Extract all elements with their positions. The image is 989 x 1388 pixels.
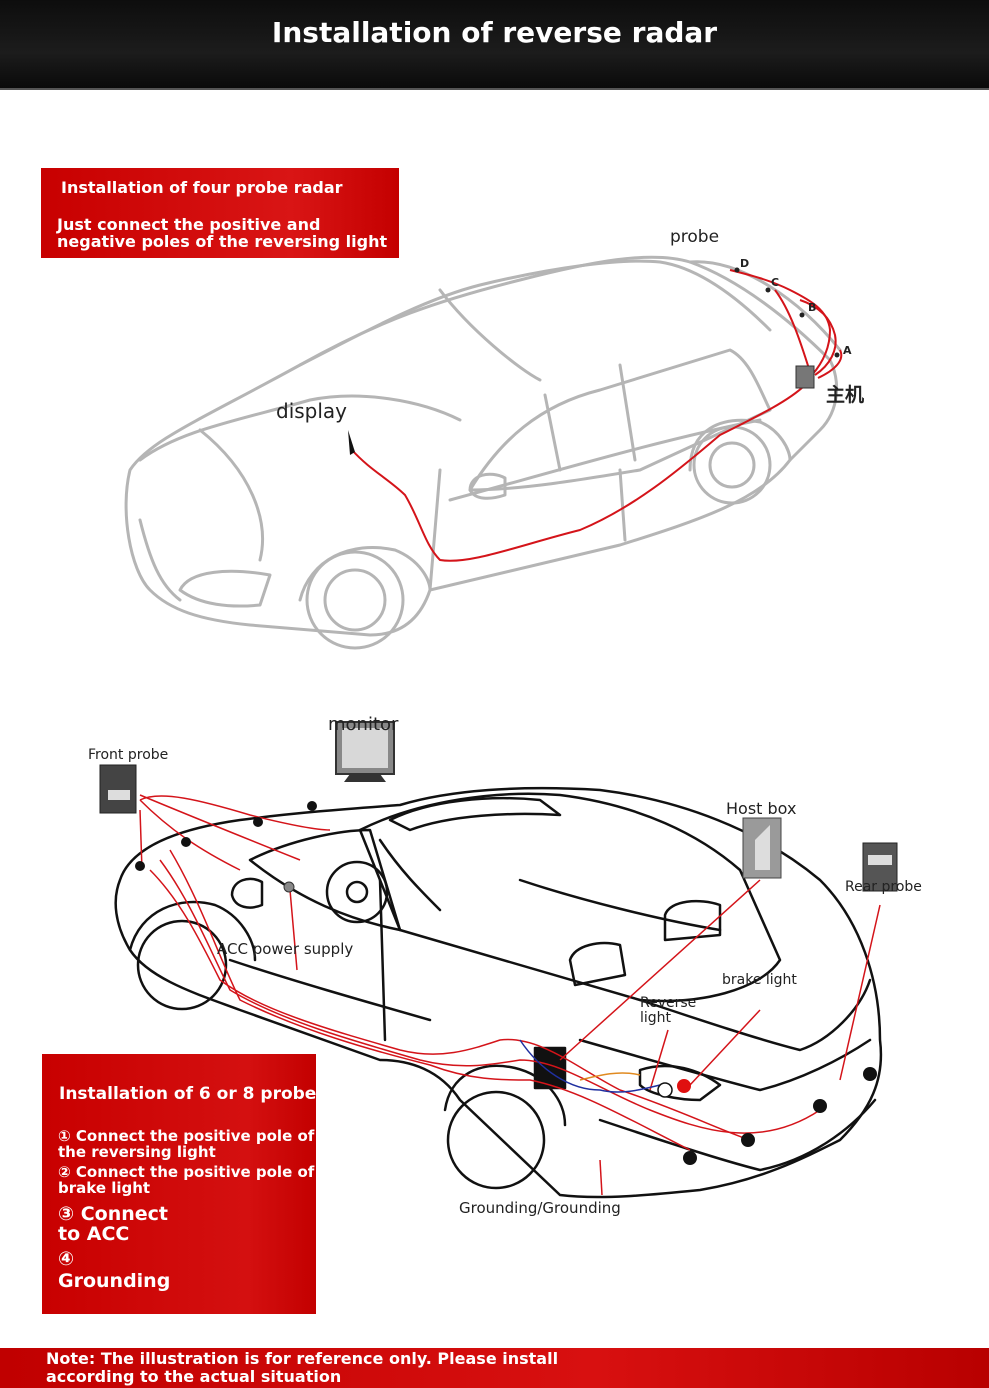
probe-d-label: D — [740, 257, 750, 270]
step-3: ③ Connect to ACC — [58, 1203, 168, 1245]
four-probe-text: Just connect the positive and negative p… — [57, 215, 388, 251]
host-box-label: Host box — [726, 799, 797, 818]
probe-a-label: A — [843, 344, 852, 357]
reverse-light-label: Reverse light — [640, 995, 697, 1026]
acc-plug-icon — [283, 881, 295, 893]
bottom-probe-points — [135, 801, 877, 1165]
bottom-car-outline — [114, 786, 883, 1199]
step-2: ② Connect the positive pole of the brake… — [58, 1163, 348, 1197]
bottom-car-wiring — [139, 794, 881, 1196]
rear-probe-icon — [862, 842, 898, 892]
probe-a-point — [834, 352, 840, 358]
host-unit-icon — [795, 365, 815, 389]
probe-c-label: C — [771, 276, 780, 289]
reverse-light-point — [657, 1082, 673, 1098]
brake-light-point — [677, 1079, 691, 1093]
top-car-wiring — [351, 269, 843, 562]
top-car-outline — [124, 255, 842, 650]
probe-b-point — [799, 312, 805, 318]
top-probe-points — [734, 267, 840, 358]
brake-light-label: brake light — [722, 972, 797, 988]
probe-d-point — [734, 267, 740, 273]
host-box-icon — [742, 817, 782, 879]
front-probe-icon — [99, 764, 137, 814]
four-probe-heading: Installation of four probe radar — [61, 178, 343, 197]
footer-note-bar: Note: The illustration is for reference … — [0, 1348, 989, 1388]
monitor-label: monitor — [328, 714, 399, 735]
six-eight-probe-info-box: Installation of 6 or 8 probe product ① C… — [42, 1054, 397, 1314]
page-header: Installation of reverse radar — [0, 0, 989, 90]
probe-b-label: B — [808, 301, 817, 314]
probe-label: probe — [670, 227, 720, 247]
footer-note: Note: The illustration is for reference … — [46, 1349, 559, 1386]
acc-power-label: ACC power supply — [217, 940, 354, 958]
front-probe-label: Front probe — [88, 747, 169, 763]
host-label: 主机 — [826, 384, 865, 406]
monitor-icon — [335, 721, 395, 782]
grounding-label: Grounding/Grounding — [459, 1199, 621, 1217]
step-4: ④ Grounding — [58, 1248, 171, 1292]
page-title: Installation of reverse radar — [271, 16, 718, 49]
display-device-icon — [348, 430, 355, 455]
six-eight-probe-heading: Installation of 6 or 8 probe product — [59, 1084, 397, 1104]
step-1: ① Connect the positive pole of the rever… — [58, 1127, 315, 1161]
display-label: display — [276, 399, 348, 423]
probe-c-point — [765, 287, 771, 293]
rear-probe-label: Rear probe — [845, 879, 922, 895]
four-probe-info-box: Installation of four probe radar Just co… — [41, 168, 399, 258]
